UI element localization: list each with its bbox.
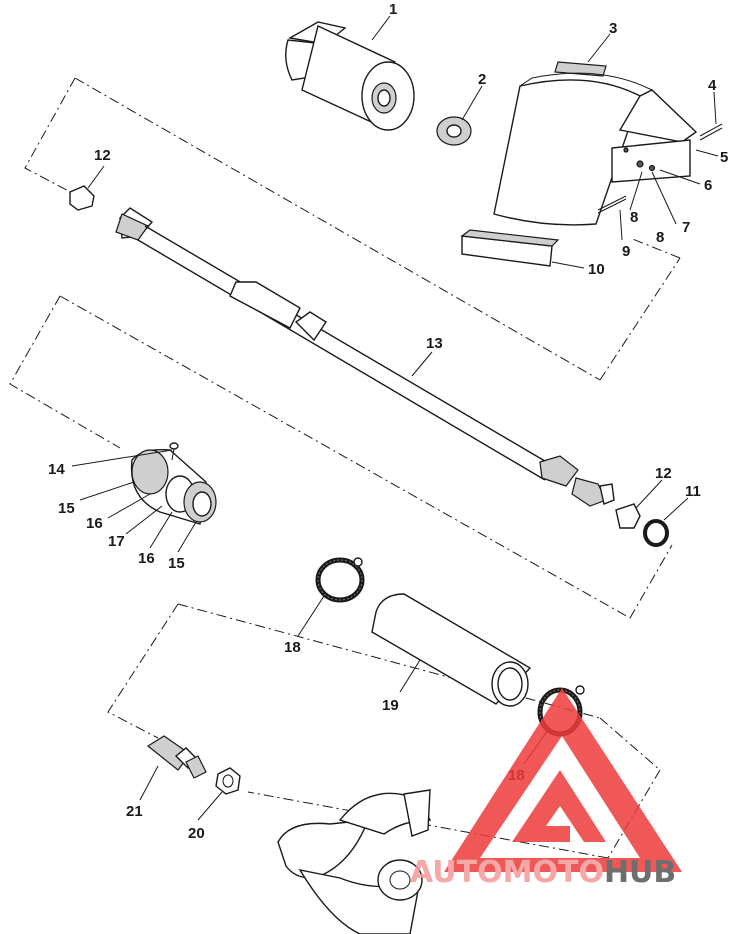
callout-11: 11 [685,483,701,500]
part-cover-bracket [493,72,723,226]
part-block-10 [460,229,560,267]
callout-4: 4 [708,77,717,94]
part-impeller [277,789,432,934]
watermark-inner-mark-icon [512,770,606,842]
callout-12b: 12 [655,465,672,482]
callout-12a: 12 [94,147,111,164]
automotohub-watermark: AUTOMOTOHUB [410,688,682,890]
part-bushing-12-upper [69,185,95,211]
part-bushing-12-lower [615,503,641,529]
callout-21: 21 [126,803,143,820]
watermark-part-moto: MOTO [503,855,604,890]
callout-2: 2 [478,71,486,88]
part-fitting-21 [146,735,207,779]
callout-10: 10 [588,261,605,278]
watermark-part-auto: AUTO [410,855,503,890]
watermark-part-hub: HUB [604,855,676,890]
callout-5: 5 [720,149,728,166]
callout-9: 9 [622,243,630,260]
callout-20: 20 [188,825,205,842]
part-drum-1 [285,21,415,131]
callout-3: 3 [609,20,617,37]
callout-6: 6 [704,177,712,194]
callout-15b: 15 [168,555,185,572]
callout-13: 13 [426,335,443,352]
callout-labels: 1 2 3 4 5 6 7 8 8 9 10 12 13 12 11 14 15… [48,1,728,842]
part-tube-19 [371,593,532,707]
part-pad-3 [554,61,607,77]
callout-1: 1 [389,1,397,18]
callout-7: 7 [682,219,690,236]
watermark-text: AUTOMOTOHUB [410,855,676,890]
watermark-triangle-icon [444,688,682,872]
part-bearing-housing [130,442,217,525]
callout-8a: 8 [630,209,638,226]
part-nut-20 [215,767,241,795]
part-clamp-18-upper [315,557,365,603]
part-drive-shaft-13 [115,207,615,507]
callout-14: 14 [48,461,65,478]
callout-8b: 8 [656,229,664,246]
part-washer-2 [436,116,472,146]
callout-16a: 16 [86,515,103,532]
callout-19: 19 [382,697,399,714]
callout-16b: 16 [138,550,155,567]
callout-15a: 15 [58,500,75,517]
part-oring-11 [643,519,669,547]
callout-17: 17 [108,533,125,550]
callout-18a: 18 [284,639,301,656]
